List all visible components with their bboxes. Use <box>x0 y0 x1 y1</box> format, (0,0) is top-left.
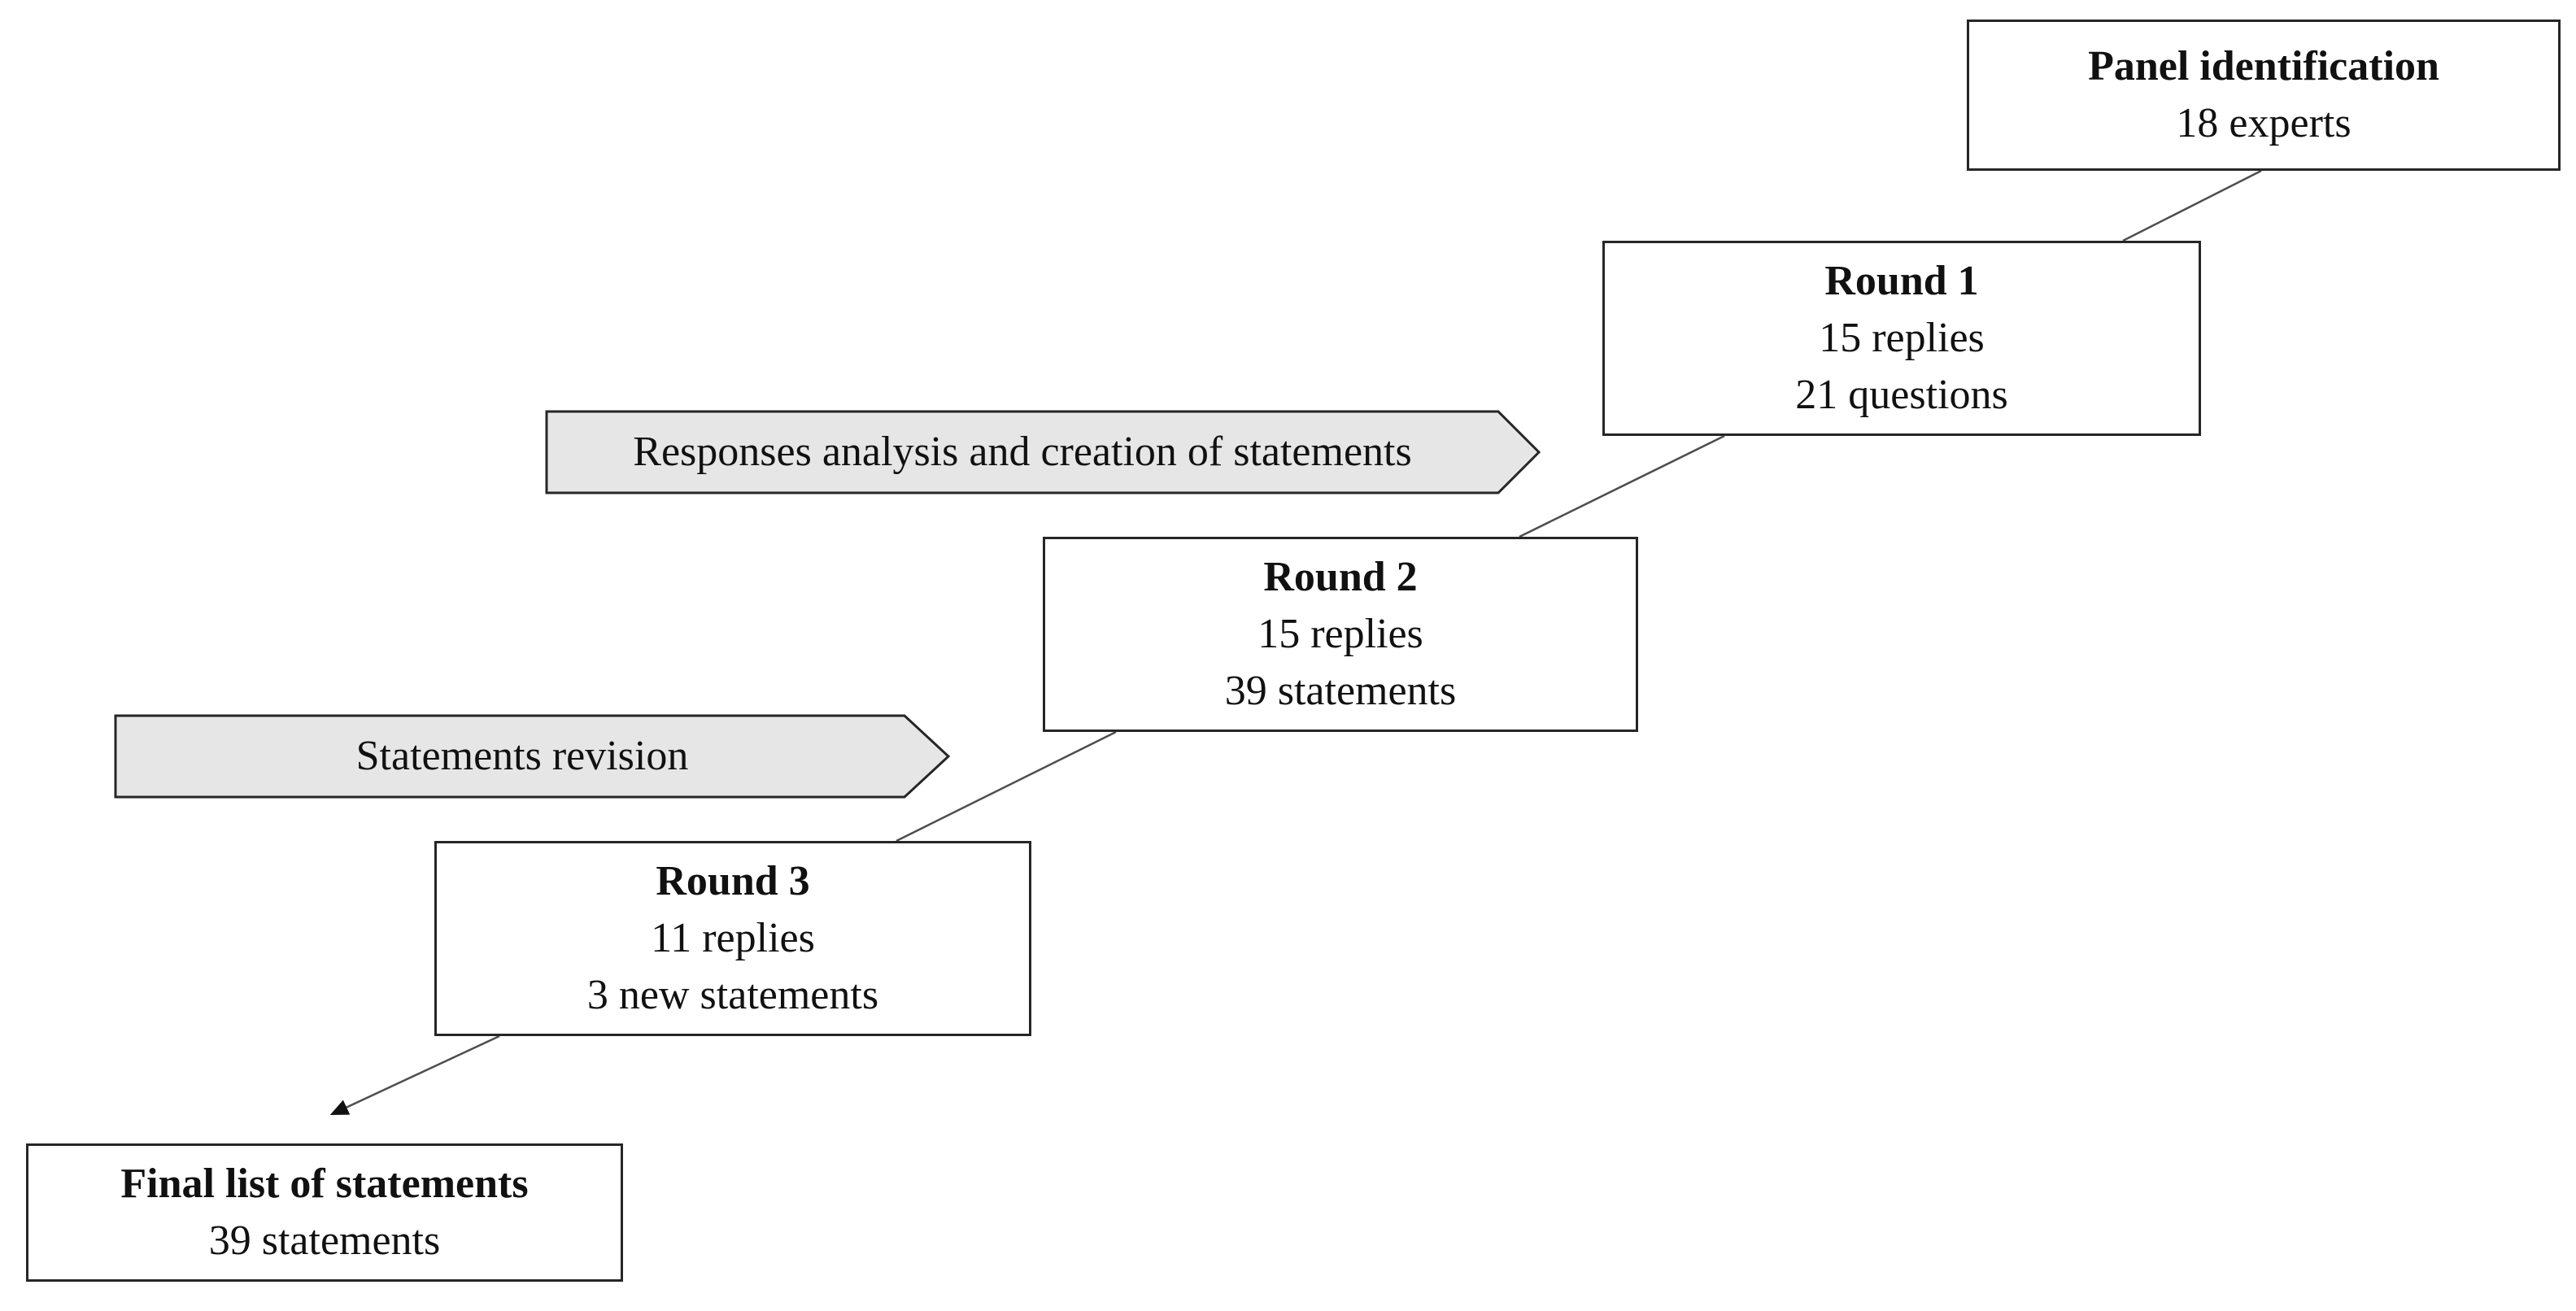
panel-identification-title: Panel identification <box>2088 43 2439 89</box>
round-3-new-statements: 3 new statements <box>586 972 879 1018</box>
round-1-title: Round 1 <box>1824 258 1979 304</box>
round-1-box: Round 1 15 replies 21 questions <box>1602 241 2201 436</box>
final-list-title: Final list of statements <box>120 1161 529 1207</box>
revision-process-label: Statements revision <box>116 716 929 797</box>
connector-panel-to-round1 <box>2122 169 2262 242</box>
connector-round2-to-round3 <box>896 730 1117 843</box>
round-2-title: Round 2 <box>1263 554 1418 600</box>
connector-round1-to-round2 <box>1519 434 1725 538</box>
analysis-process-arrow <box>545 410 1541 494</box>
round-2-replies: 15 replies <box>1257 611 1423 657</box>
panel-identification-experts: 18 experts <box>2176 100 2352 146</box>
revision-process-arrow <box>114 714 951 799</box>
round-1-questions: 21 questions <box>1795 372 2008 418</box>
panel-identification-box: Panel identification 18 experts <box>1967 20 2561 171</box>
round-3-box: Round 3 11 replies 3 new statements <box>434 841 1031 1036</box>
round-2-statements: 39 statements <box>1224 668 1457 714</box>
analysis-process-text: Responses analysis and creation of state… <box>633 429 1412 475</box>
connector-round3-to-final <box>329 1034 500 1116</box>
round-2-box: Round 2 15 replies 39 statements <box>1043 537 1638 732</box>
round-3-replies: 11 replies <box>651 915 815 961</box>
final-list-statements: 39 statements <box>208 1217 441 1264</box>
revision-process-text: Statements revision <box>355 733 689 779</box>
final-list-box: Final list of statements 39 statements <box>26 1143 623 1282</box>
round-3-title: Round 3 <box>656 858 810 904</box>
round-1-replies: 15 replies <box>1819 315 1985 361</box>
analysis-process-label: Responses analysis and creation of state… <box>547 412 1498 493</box>
